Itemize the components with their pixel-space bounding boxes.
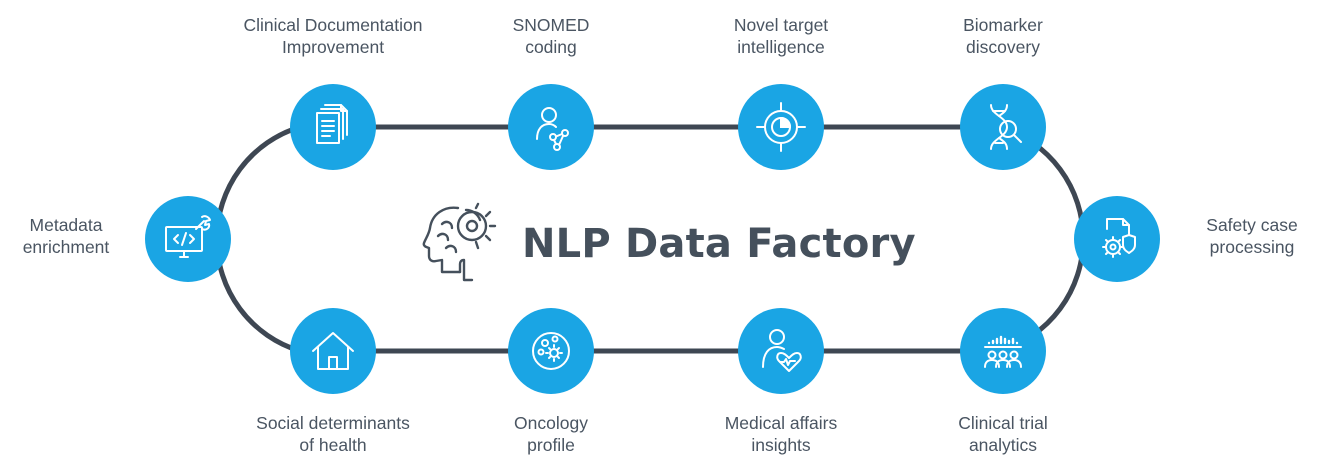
label-social-determinants: Social determinants of health: [256, 413, 410, 455]
node-social-determinants[interactable]: [290, 308, 376, 394]
label-clinical-documentation: Clinical Documentation Improvement: [243, 15, 423, 57]
label-safety-case: Safety case processing: [1206, 215, 1298, 257]
label-metadata-enrichment: Metadata enrichment: [22, 215, 110, 257]
page-title: NLP Data Factory: [522, 221, 916, 267]
label-medical-affairs: Medical affairs insights: [724, 413, 838, 455]
node-safety-case[interactable]: [1074, 196, 1160, 282]
label-novel-target: Novel target intelligence: [733, 15, 829, 57]
node-metadata-enrichment[interactable]: [145, 196, 231, 282]
label-clinical-trial: Clinical trial analytics: [958, 413, 1048, 455]
label-snomed-coding: SNOMED coding: [512, 15, 590, 57]
node-biomarker-discovery[interactable]: [960, 84, 1046, 170]
document-gears-icon: [1102, 218, 1136, 258]
node-snomed-coding[interactable]: [508, 84, 594, 170]
house-icon: [312, 332, 354, 370]
documents-icon: [316, 104, 348, 144]
node-clinical-trial[interactable]: [960, 308, 1046, 394]
person-heart-icon: [762, 329, 802, 372]
target-chart-icon: [756, 102, 806, 152]
center-title-group: NLP Data Factory: [420, 194, 916, 294]
dna-search-icon: [990, 104, 1022, 150]
label-biomarker-discovery: Biomarker discovery: [963, 15, 1043, 57]
brain-gear-icon: [420, 202, 502, 286]
cell-icon: [532, 332, 570, 370]
group-data-icon: [984, 335, 1022, 368]
label-oncology-profile: Oncology profile: [514, 413, 588, 455]
node-medical-affairs[interactable]: [738, 308, 824, 394]
person-network-icon: [536, 107, 569, 151]
monitor-wrench-icon: [165, 215, 211, 258]
node-oncology-profile[interactable]: [508, 308, 594, 394]
node-novel-target[interactable]: [738, 84, 824, 170]
node-clinical-documentation[interactable]: [290, 84, 376, 170]
